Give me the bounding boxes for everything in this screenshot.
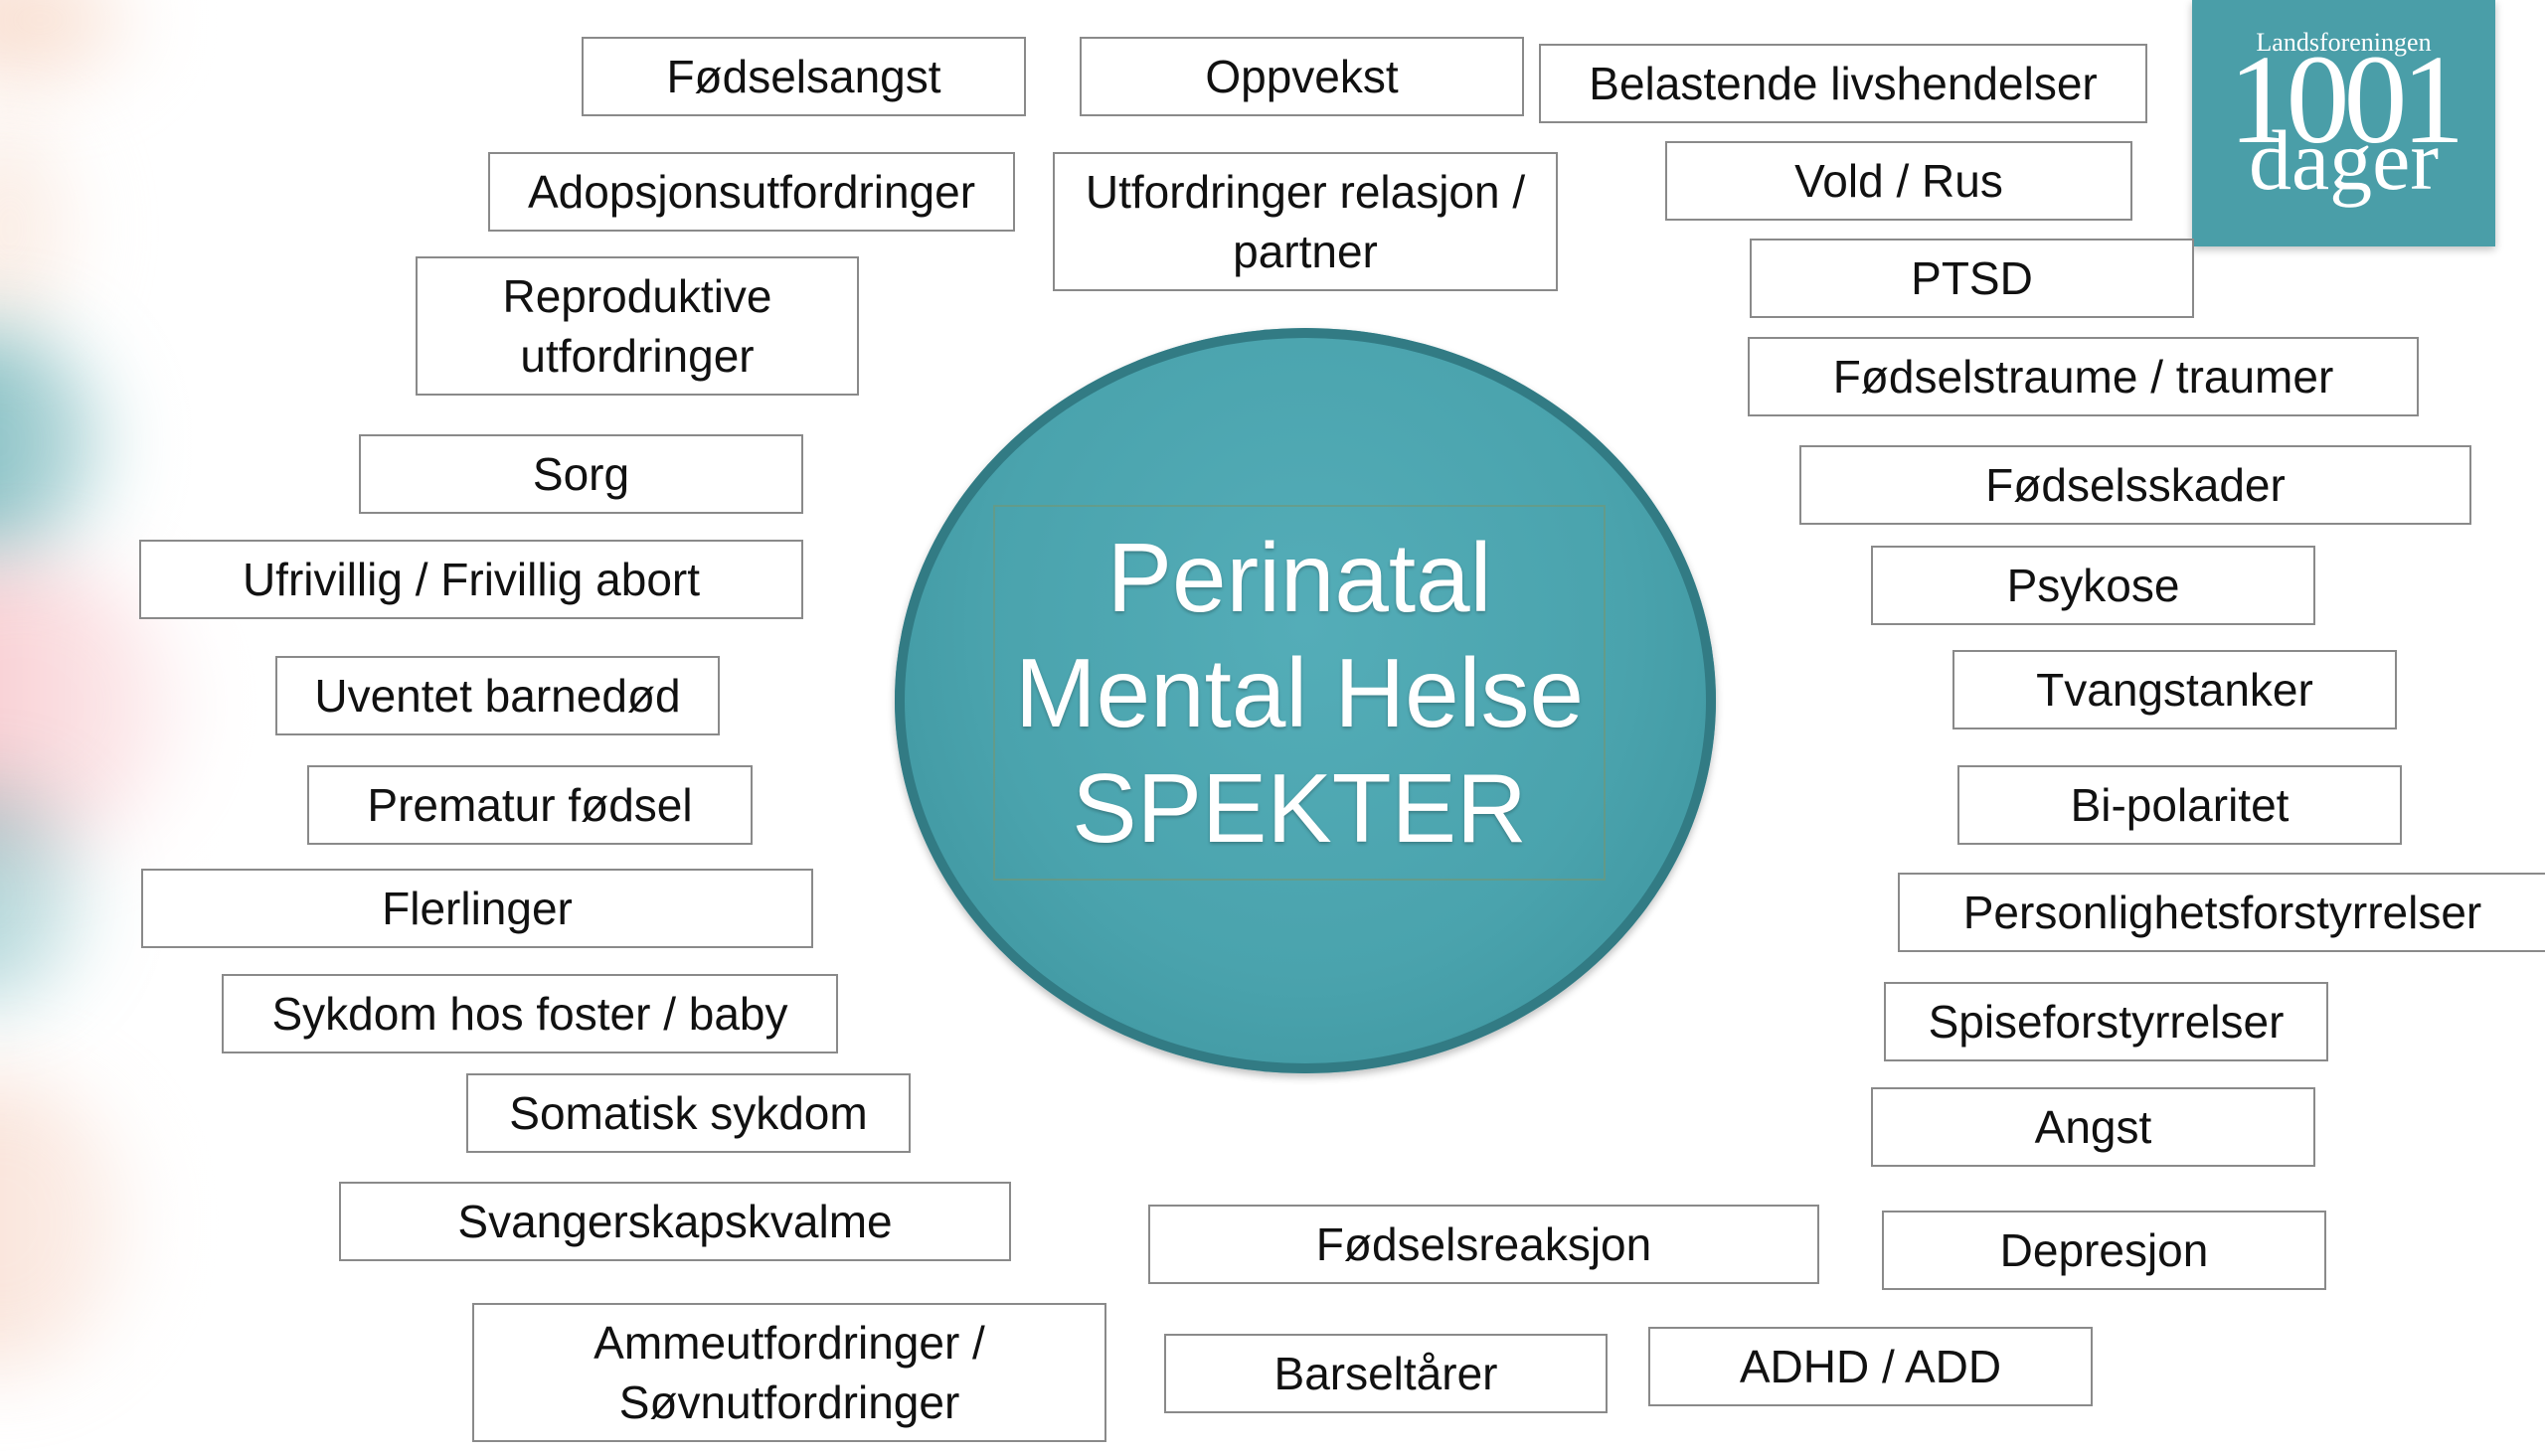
label-adhd-add: ADHD / ADD <box>1648 1327 2093 1406</box>
label-sorg: Sorg <box>359 434 803 514</box>
logo-number: 1001 <box>2228 29 2465 170</box>
label-adopsjonsutfordringer: Adopsjonsutfordringer <box>488 152 1015 232</box>
label-vold-rus: Vold / Rus <box>1665 141 2132 221</box>
label-utfordringer-relasjon: Utfordringer relasjon / partner <box>1053 152 1558 291</box>
label-svangerskapskvalme: Svangerskapskvalme <box>339 1182 1011 1261</box>
label-angst: Angst <box>1871 1087 2315 1167</box>
label-sykdom-foster: Sykdom hos foster / baby <box>222 974 838 1053</box>
logo-org: Landsforeningen <box>2256 28 2432 57</box>
label-psykose: Psykose <box>1871 546 2315 625</box>
label-personlighetsforstyrrelser: Personlighetsforstyrrelser <box>1898 873 2545 952</box>
label-ammeutfordringer: Ammeutfordringer / Søvnutfordringer <box>472 1303 1106 1442</box>
label-somatisk-sykdom: Somatisk sykdom <box>466 1073 911 1153</box>
label-abort: Ufrivillig / Frivillig abort <box>139 540 803 619</box>
label-reproduktive-utfordringer: Reproduktive utfordringer <box>416 256 859 396</box>
label-ptsd: PTSD <box>1750 239 2194 318</box>
label-fodselsangst: Fødselsangst <box>582 37 1026 116</box>
center-title-line2: Mental Helse <box>1015 638 1584 747</box>
label-uventet-barnedod: Uventet barnedød <box>275 656 720 735</box>
label-fodselsskader: Fødselsskader <box>1799 445 2471 525</box>
label-oppvekst: Oppvekst <box>1080 37 1524 116</box>
label-depresjon: Depresjon <box>1882 1211 2326 1290</box>
decor-fade <box>0 0 328 1456</box>
center-title: Perinatal Mental Helse SPEKTER <box>993 505 1606 881</box>
center-title-line3: SPEKTER <box>1072 753 1527 863</box>
label-flerlinger: Flerlinger <box>141 869 813 948</box>
label-belastende-livshendelser: Belastende livshendelser <box>1539 44 2147 123</box>
label-prematur-fodsel: Prematur fødsel <box>307 765 753 845</box>
label-fodselstraume: Fødselstraume / traumer <box>1748 337 2419 416</box>
label-tvangstanker: Tvangstanker <box>1952 650 2397 729</box>
label-fodselsreaksjon: Fødselsreaksjon <box>1148 1205 1819 1284</box>
center-circle <box>895 328 1716 1073</box>
center-title-line1: Perinatal <box>1106 523 1492 632</box>
label-spiseforstyrrelser: Spiseforstyrrelser <box>1884 982 2328 1061</box>
label-barseltarer: Barseltårer <box>1164 1334 1608 1413</box>
logo-word: dager <box>2249 112 2439 208</box>
label-bi-polaritet: Bi-polaritet <box>1957 765 2402 845</box>
logo-1001-dager: Landsforeningen 1001 dager <box>2192 0 2495 246</box>
